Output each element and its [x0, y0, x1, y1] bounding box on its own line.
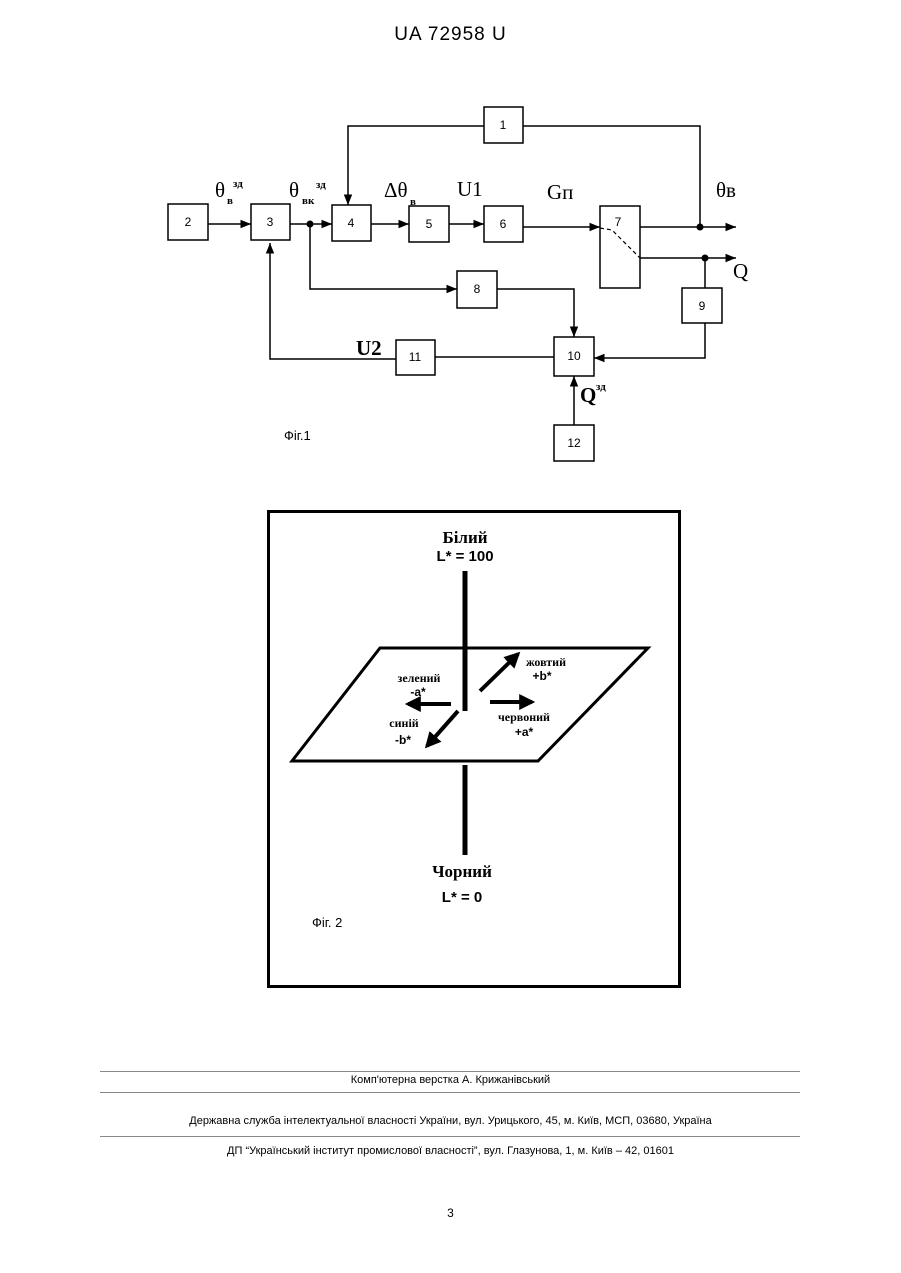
- svg-text:Q: Q: [580, 383, 596, 407]
- block-1: 1: [484, 107, 523, 143]
- footer-rule-2: [100, 1092, 800, 1093]
- block-5: 5: [409, 206, 449, 242]
- footer-rule-1: [100, 1071, 800, 1072]
- svg-text:в: в: [410, 196, 416, 208]
- green-label: зелений: [398, 671, 441, 685]
- svg-text:зд: зд: [233, 178, 243, 190]
- yellow-arrow: [480, 654, 518, 691]
- svg-text:в: в: [227, 195, 233, 207]
- svg-text:Δθ: Δθ: [384, 178, 408, 202]
- block-6: 6: [484, 206, 523, 242]
- svg-text:зд: зд: [316, 179, 326, 191]
- block-4: 4: [332, 205, 371, 241]
- block-10: 10: [554, 337, 594, 376]
- figure-1-caption: Фіг.1: [284, 428, 311, 443]
- signal-u2: U2: [356, 336, 382, 360]
- svg-text:θ: θ: [215, 178, 225, 202]
- yellow-value: +b*: [532, 669, 551, 683]
- block-diagram: 1 2 3 4 5 6 7 8 9 10 11 12: [0, 0, 901, 500]
- signal-u1: U1: [457, 177, 483, 201]
- block-11: 11: [396, 340, 435, 375]
- color-space-figure: Білий L* = 100 зелений -a* жовтий +b* си…: [267, 510, 681, 988]
- block-6-label: 6: [500, 217, 507, 231]
- white-label: Білий: [442, 528, 487, 547]
- footer-layout-credit: Комп'ютерна верстка А. Крижанівський: [0, 1074, 901, 1086]
- block-9-label: 9: [699, 299, 706, 313]
- signal-theta-out: θв: [716, 178, 736, 202]
- signal-gp: Gп: [547, 180, 573, 204]
- black-value: L* = 0: [442, 889, 482, 906]
- footer-service-address: Державна служба інтелектуальної власност…: [0, 1115, 901, 1127]
- green-value: -a*: [410, 685, 426, 699]
- svg-text:вк: вк: [302, 195, 315, 207]
- block-12-label: 12: [567, 436, 581, 450]
- footer-rule-3: [100, 1136, 800, 1137]
- block-9: 9: [682, 288, 722, 323]
- block-10-label: 10: [567, 349, 581, 363]
- signal-q-set: Q зд: [580, 381, 606, 407]
- red-value: +a*: [515, 725, 534, 739]
- signal-q-out: Q: [733, 259, 748, 283]
- block-12: 12: [554, 425, 594, 461]
- page-number: 3: [0, 1206, 901, 1220]
- block-3: 3: [251, 204, 290, 240]
- blue-label: синій: [389, 716, 418, 730]
- signal-theta-v-set: θ в зд: [215, 178, 243, 207]
- black-label: Чорний: [432, 862, 492, 881]
- color-space-diagram: Білий L* = 100 зелений -a* жовтий +b* си…: [270, 513, 678, 985]
- figure-2-caption: Фіг. 2: [312, 915, 342, 930]
- svg-text:зд: зд: [596, 381, 606, 393]
- block-2-label: 2: [185, 215, 192, 229]
- signal-delta-theta: Δθ в: [384, 178, 416, 208]
- block-5-label: 5: [426, 217, 433, 231]
- block-4-label: 4: [348, 216, 355, 230]
- block-3-label: 3: [267, 215, 274, 229]
- block-8: 8: [457, 271, 497, 308]
- red-label: червоний: [498, 710, 550, 724]
- block-1-label: 1: [500, 118, 507, 132]
- block-2: 2: [168, 204, 208, 240]
- block-8-label: 8: [474, 282, 481, 296]
- white-value: L* = 100: [436, 548, 493, 565]
- blue-arrow: [427, 711, 458, 746]
- block-11-label: 11: [409, 350, 422, 364]
- block-7: 7: [600, 206, 640, 288]
- footer-institute-address: ДП “Український інститут промислової вла…: [0, 1145, 901, 1157]
- ab-plane: [292, 648, 648, 761]
- block-7-label: 7: [615, 215, 622, 229]
- signal-theta-vk-set: θ вк зд: [289, 178, 326, 207]
- blue-value: -b*: [395, 733, 411, 747]
- svg-text:θ: θ: [289, 178, 299, 202]
- yellow-label: жовтий: [526, 655, 566, 669]
